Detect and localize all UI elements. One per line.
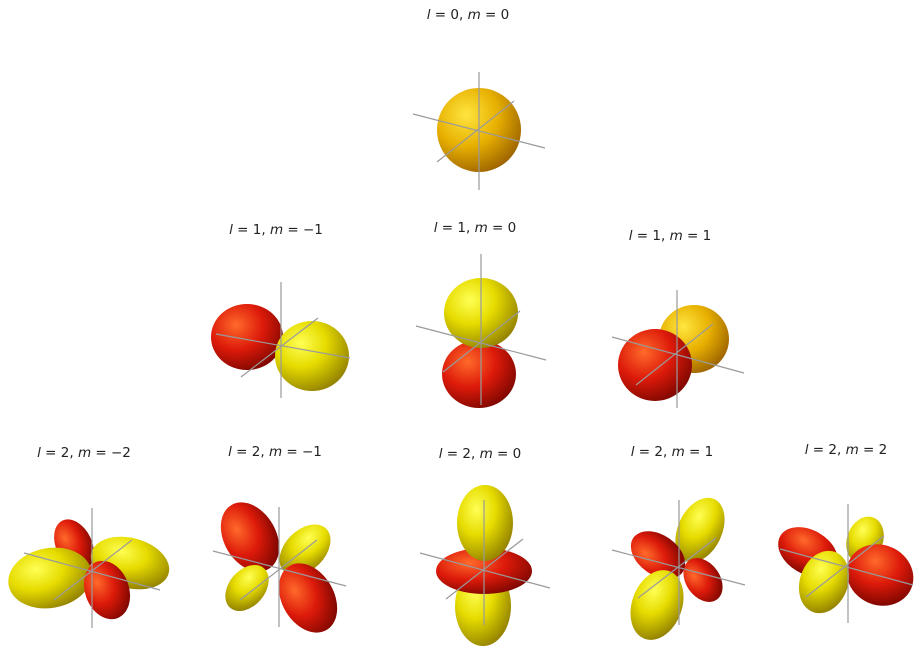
panel-l0-m0: l = 0, m = 0 [412,7,546,190]
axes [415,254,547,405]
axes [23,508,161,628]
axes [611,290,745,408]
orbital-lobes [630,497,725,640]
panel-l1-m0: l = 1, m = 0 [415,220,547,408]
panel-l2-m-1: l = 2, m = −1 [212,444,347,633]
axes [412,72,546,190]
axes [419,500,551,625]
panel-label: l = 2, m = −2 [37,445,131,461]
panel-label: l = 2, m = −1 [228,444,322,460]
orbital-lobes [778,516,914,614]
axes [212,507,347,627]
orbital-lobes [211,304,349,391]
panel-label: l = 1, m = 1 [629,228,712,244]
panel-l2-m2: l = 2, m = 2 [778,442,914,623]
axes [215,282,351,398]
panel-label: l = 2, m = 1 [631,444,714,460]
panel-l2-m-2: l = 2, m = −2 [8,445,170,628]
panel-l1-m-1: l = 1, m = −1 [211,222,351,398]
panel-l2-m1: l = 2, m = 1 [611,444,746,640]
axes [611,500,746,625]
panel-label: l = 2, m = 0 [439,446,522,462]
orbital-lobes [618,305,729,401]
orbital-lobes [8,519,170,620]
axes [779,504,914,623]
panel-label: l = 1, m = 0 [434,220,517,236]
panel-l2-m0: l = 2, m = 0 [419,446,551,646]
panel-l1-m1: l = 1, m = 1 [611,228,745,408]
panel-label: l = 0, m = 0 [427,7,510,23]
panel-label: l = 2, m = 2 [805,442,888,458]
panel-label: l = 1, m = −1 [229,222,323,238]
